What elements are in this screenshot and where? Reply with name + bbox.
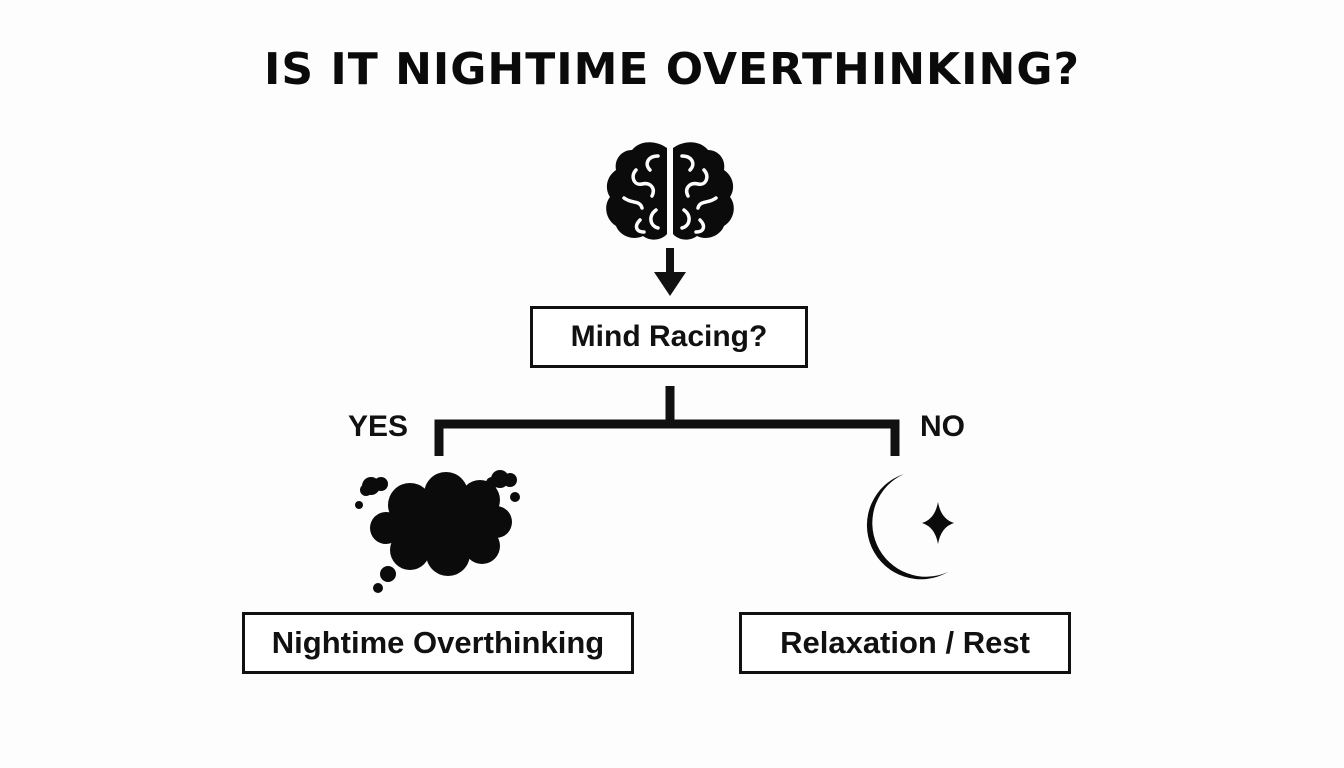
yes-outcome-box: Nightime Overthinking xyxy=(242,612,634,674)
branch-connector xyxy=(434,386,900,456)
brain-icon xyxy=(606,142,734,240)
decision-box: Mind Racing? xyxy=(530,306,808,368)
thought-cloud-icon xyxy=(355,470,520,593)
no-outcome-box: Relaxation / Rest xyxy=(739,612,1071,674)
yes-branch-label: YES xyxy=(348,410,409,443)
page-title: IS IT NIGHTIME OVERTHINKING? xyxy=(264,44,1080,95)
arrow-down-icon xyxy=(654,248,686,296)
no-branch-label: NO xyxy=(920,410,965,443)
moon-star-icon xyxy=(866,474,954,580)
